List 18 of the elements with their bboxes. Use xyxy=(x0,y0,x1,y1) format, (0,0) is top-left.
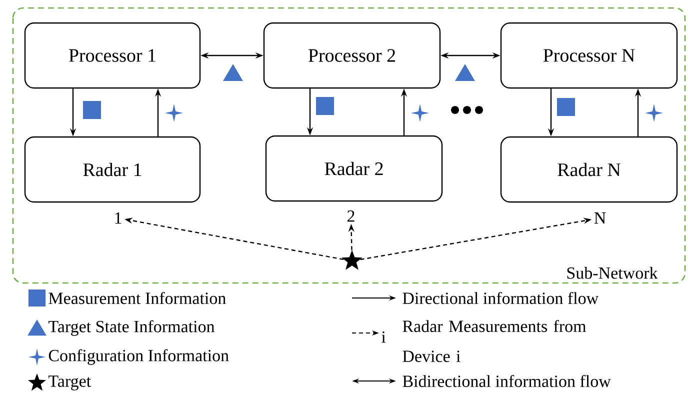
device-index: N xyxy=(594,212,606,224)
legend-text: Bidirectional information flow xyxy=(402,374,611,388)
process-box: Processor 2 xyxy=(263,22,441,89)
device-index: 1 xyxy=(115,212,122,224)
legend-text: Measurement Information xyxy=(48,292,226,304)
process-box: Radar N xyxy=(500,136,678,203)
legend-text: Radar Measurements from Device i xyxy=(402,320,586,362)
device-index: 2 xyxy=(348,210,354,222)
target-star xyxy=(342,250,362,270)
legend-symbol-label: i xyxy=(382,331,386,343)
process-box: Radar 2 xyxy=(265,135,443,202)
process-box: Processor 1 xyxy=(24,22,201,89)
legend-text: Configuration Information xyxy=(48,349,229,365)
process-box: Processor N xyxy=(500,22,678,89)
legend-text: Target xyxy=(48,376,91,390)
process-box: Radar 1 xyxy=(24,136,201,203)
legend-text: Target State Information xyxy=(48,320,215,336)
legend-text: Directional information flow xyxy=(402,292,599,304)
